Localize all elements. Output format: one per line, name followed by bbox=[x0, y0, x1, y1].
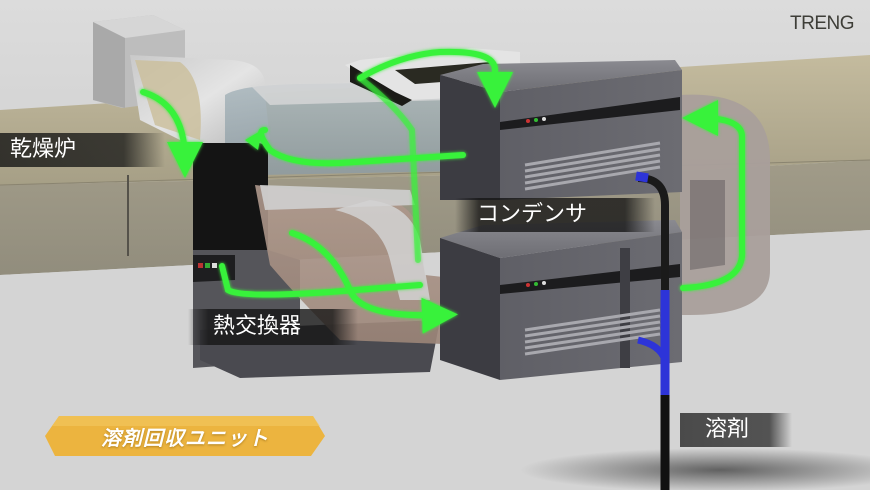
label-heat-exchanger: 熱交換器 bbox=[188, 309, 358, 345]
condenser-upper-side bbox=[440, 75, 500, 200]
label-condenser: コンデンサ bbox=[455, 198, 655, 232]
unit-title-badge: 溶剤回収ユニット bbox=[45, 414, 325, 458]
label-condenser-text: コンデンサ bbox=[477, 202, 588, 227]
condenser-lower-vent bbox=[524, 308, 661, 356]
condenser-lower-side bbox=[440, 238, 500, 380]
label-dryer-text: 乾燥炉 bbox=[10, 137, 77, 162]
condenser-lower-front bbox=[500, 232, 682, 380]
unit-title-text: 溶剤回収ユニット bbox=[101, 425, 269, 450]
label-solvent-text: 溶剤 bbox=[705, 417, 750, 442]
airflow-arrows bbox=[140, 48, 746, 334]
heat-exchanger-top bbox=[193, 143, 268, 263]
label-dryer: 乾燥炉 bbox=[0, 133, 165, 167]
condenser-upper-vent bbox=[524, 141, 661, 191]
badge-shape bbox=[45, 416, 325, 456]
brand-logo: TRENG bbox=[790, 13, 855, 34]
label-solvent: 溶剤 bbox=[680, 413, 792, 447]
floor-shadow bbox=[520, 448, 870, 490]
label-heat-exchanger-text: 熱交換器 bbox=[213, 314, 302, 339]
